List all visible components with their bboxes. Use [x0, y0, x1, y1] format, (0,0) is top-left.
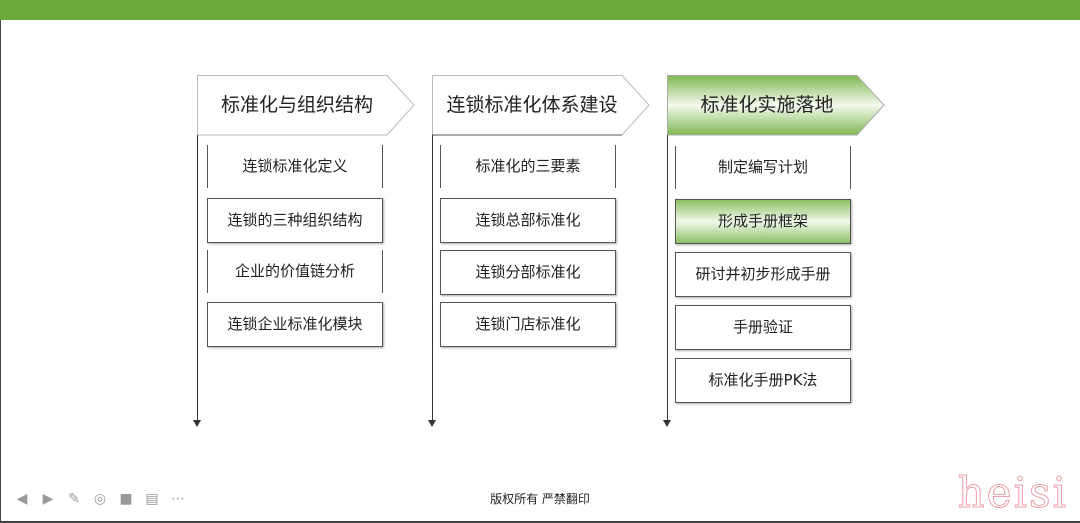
- list-item: 连锁门店标准化: [440, 302, 616, 347]
- pen-icon[interactable]: ✎: [68, 491, 80, 507]
- camera-icon[interactable]: ■: [119, 491, 133, 507]
- more-icon[interactable]: ⋯: [171, 491, 185, 507]
- list-item: 手册验证: [675, 305, 851, 350]
- column-header-2: 连锁标准化体系建设: [432, 75, 650, 136]
- top-bar: [0, 0, 1080, 20]
- list-item: 连锁标准化定义: [207, 145, 383, 188]
- player-toolbar: ◀ ▶ ✎ ◎ ■ ▤ ⋯: [14, 491, 186, 507]
- list-item: 标准化手册PK法: [675, 358, 851, 403]
- subtitle-icon[interactable]: ▤: [145, 491, 159, 507]
- column-header-1: 标准化与组织结构: [197, 75, 415, 136]
- focus-icon[interactable]: ◎: [93, 491, 107, 507]
- column-axis-arrow: [193, 135, 201, 427]
- column-axis-arrow: [428, 135, 436, 427]
- column-header-3: 标准化实施落地: [667, 75, 885, 136]
- next-icon[interactable]: ▶: [42, 491, 54, 507]
- list-item: 连锁的三种组织结构: [207, 198, 383, 243]
- column-axis-arrow: [663, 135, 671, 427]
- column-title: 连锁标准化体系建设: [446, 94, 618, 116]
- copyright-footer: 版权所有 严禁翻印: [490, 492, 590, 506]
- slide-border: [0, 20, 1, 523]
- list-item: 标准化的三要素: [440, 145, 616, 188]
- column-title: 标准化与组织结构: [220, 94, 373, 116]
- list-item: 连锁总部标准化: [440, 198, 616, 243]
- list-item: 制定编写计划: [675, 146, 851, 189]
- list-item: 连锁企业标准化模块: [207, 302, 383, 347]
- list-item-highlighted: 形成手册框架: [675, 199, 851, 244]
- list-item: 连锁分部标准化: [440, 250, 616, 295]
- list-item: 研讨并初步形成手册: [675, 252, 851, 297]
- slide-border-bottom: [0, 521, 1080, 523]
- column-title: 标准化实施落地: [700, 94, 834, 116]
- prev-icon[interactable]: ◀: [16, 491, 28, 507]
- watermark: heisi: [957, 468, 1068, 518]
- list-item: 企业的价值链分析: [207, 250, 383, 293]
